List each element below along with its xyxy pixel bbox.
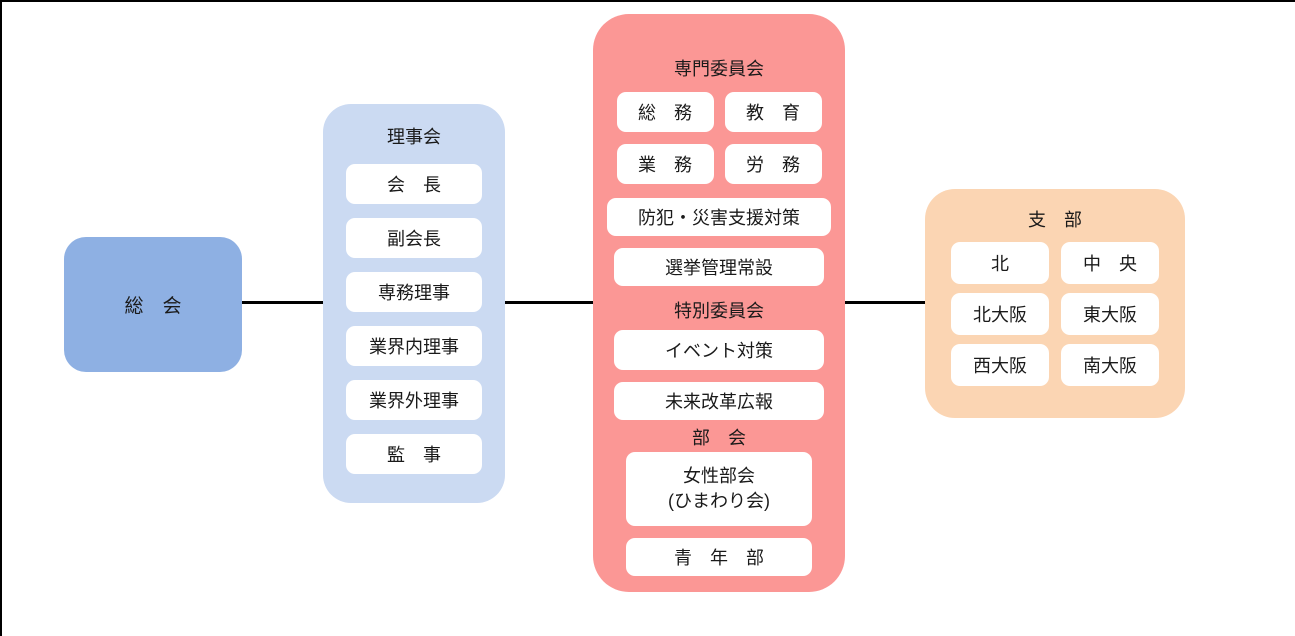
branch-item-minami-osaka: 南大阪 <box>1061 344 1159 386</box>
connector-committee-to-branch <box>844 301 926 304</box>
frame-left-border <box>0 0 2 636</box>
board-item-auditor: 監 事 <box>346 434 482 474</box>
branch-item-chuo: 中 央 <box>1061 242 1159 284</box>
committee-standing-grid: 総 務 教 育 業 務 労 務 <box>616 92 822 184</box>
division-women-line2: (ひまわり会) <box>668 491 770 511</box>
branch-grid: 北 中 央 北大阪 東大阪 西大阪 南大阪 <box>951 242 1159 386</box>
committee-item-general-affairs: 総 務 <box>616 92 714 132</box>
division-item-youth: 青 年 部 <box>626 538 812 576</box>
board-item-industry-director: 業界内理事 <box>346 326 482 366</box>
general-meeting-box: 総 会 <box>64 237 242 372</box>
branch-title: 支 部 <box>1028 210 1082 230</box>
committee-item-education: 教 育 <box>724 92 822 132</box>
special-committee-title: 特別委員会 <box>674 301 764 321</box>
branch-item-nishi-osaka: 西大阪 <box>951 344 1049 386</box>
committee-item-crime-disaster: 防犯・災害支援対策 <box>607 198 831 236</box>
board-item-executive-director: 専務理事 <box>346 272 482 312</box>
committee-title: 専門委員会 <box>674 59 764 79</box>
branch-box: 支 部 北 中 央 北大阪 東大阪 西大阪 南大阪 <box>925 189 1185 418</box>
special-item-future-reform-pr: 未来改革広報 <box>614 382 824 420</box>
board-item-outside-director: 業界外理事 <box>346 380 482 420</box>
committee-item-labor: 労 務 <box>724 144 822 184</box>
board-item-vice-president: 副会長 <box>346 218 482 258</box>
board-box: 理事会 会 長 副会長 専務理事 業界内理事 業界外理事 監 事 <box>323 104 505 503</box>
branch-item-kita: 北 <box>951 242 1049 284</box>
committee-box: 専門委員会 総 務 教 育 業 務 労 務 防犯・災害支援対策 選挙管理常設 特… <box>593 14 845 592</box>
division-women-line1: 女性部会 <box>683 466 755 486</box>
connector-board-to-committee <box>505 301 594 304</box>
committee-item-election-admin: 選挙管理常設 <box>614 248 824 286</box>
frame-top-border <box>0 0 1295 2</box>
connector-general-to-board <box>242 301 324 304</box>
general-meeting-label: 総 会 <box>124 296 182 317</box>
division-item-women: 女性部会 (ひまわり会) <box>626 452 812 526</box>
branch-item-higashi-osaka: 東大阪 <box>1061 293 1159 335</box>
committee-item-operations: 業 務 <box>616 144 714 184</box>
branch-item-kita-osaka: 北大阪 <box>951 293 1049 335</box>
special-item-event: イベント対策 <box>614 330 824 370</box>
division-title: 部 会 <box>692 428 746 448</box>
board-item-president: 会 長 <box>346 164 482 204</box>
board-title: 理事会 <box>387 127 441 147</box>
